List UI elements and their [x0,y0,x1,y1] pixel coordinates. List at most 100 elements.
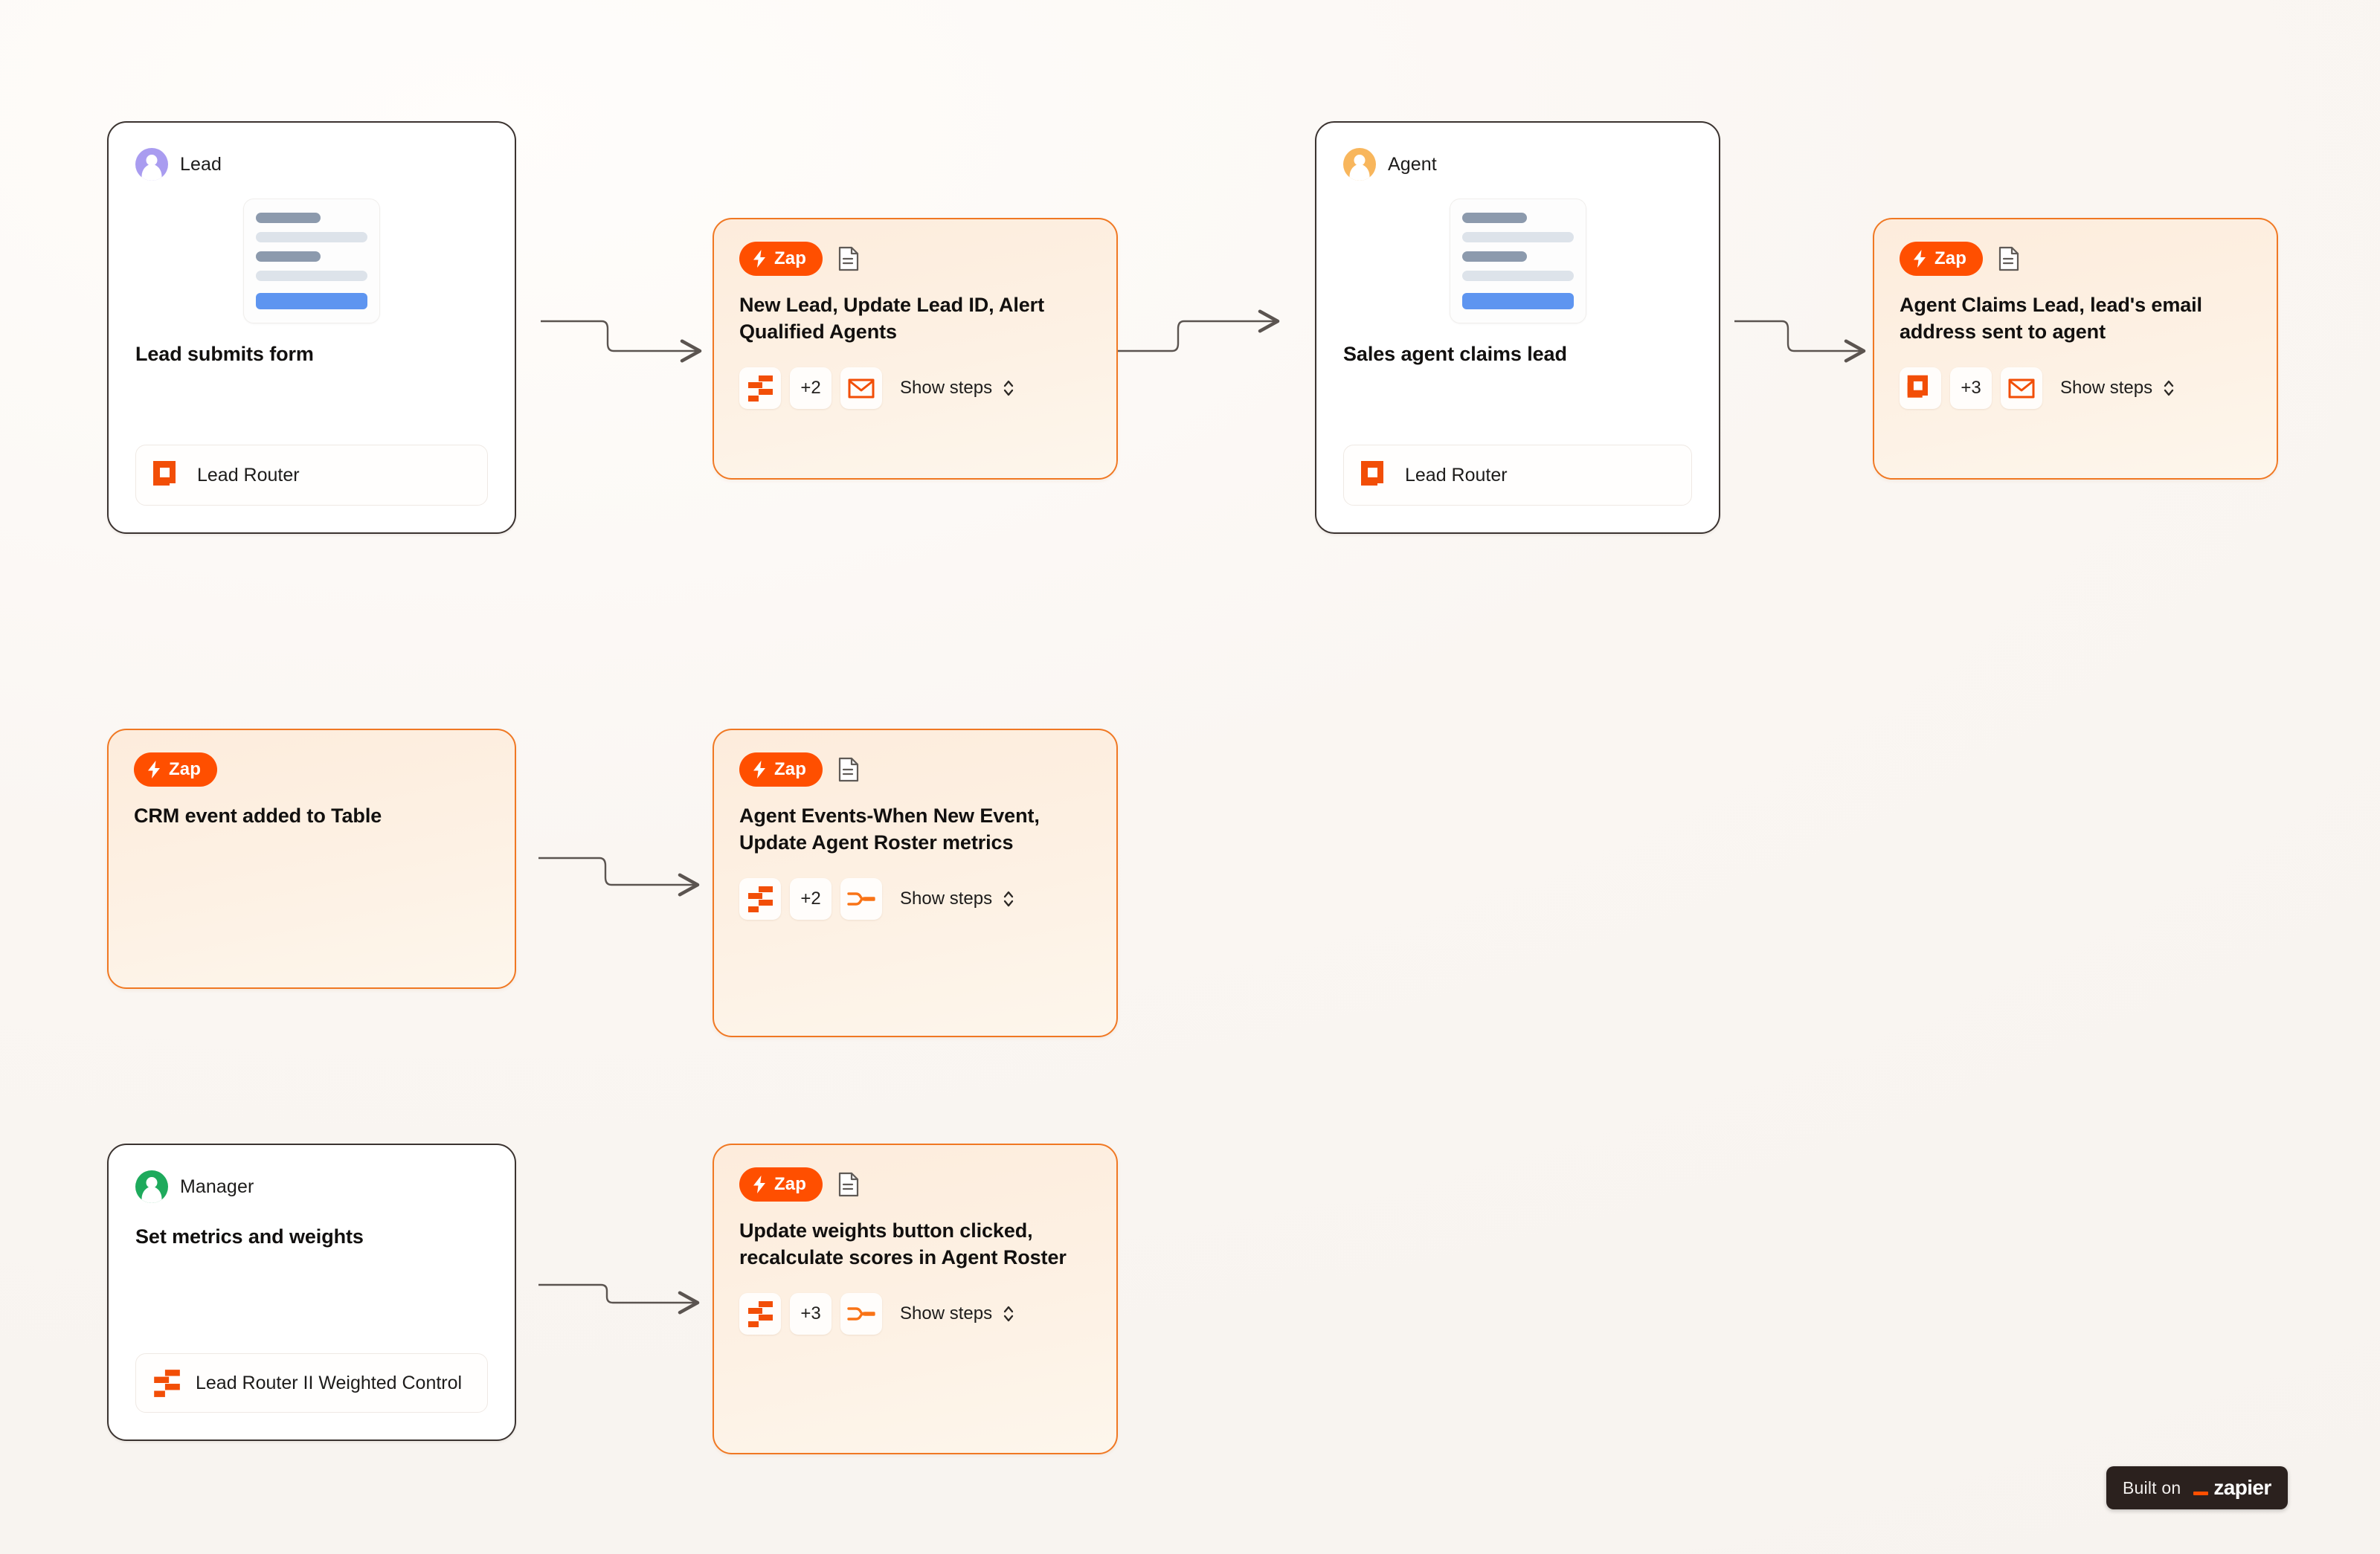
node-title: CRM event added to Table [134,805,382,827]
step-icon-tile[interactable] [739,1293,781,1335]
zap-badge: Zap [739,242,823,276]
node-update-weights-button-clicked[interactable]: Zap Update weights button clicked, recal… [713,1144,1118,1454]
zap-badge: Zap [739,752,823,787]
actor-header: Manager [135,1170,488,1203]
zapier-wordmark: zapier [2213,1476,2271,1499]
zapier-logo: zapier [2193,1476,2271,1500]
show-steps-label: Show steps [900,889,993,909]
email-envelope-icon [848,378,875,399]
step-more-count: +2 [800,378,821,399]
app-chip-label: Lead Router [1405,465,1508,486]
zap-badge: Zap [1900,242,1983,276]
chevron-up-down-icon [1003,892,1014,907]
step-more-count-tile[interactable]: +2 [790,878,832,921]
zap-badge-label: Zap [774,1174,806,1194]
paths-branch-icon [847,892,875,906]
app-chip-lead-router[interactable]: Lead Router [135,445,488,506]
document-icon[interactable] [837,246,860,271]
node-title: New Lead, Update Lead ID, Alert Qualifie… [739,294,1044,343]
actor-role-label: Lead [180,153,222,175]
step-more-count: +2 [800,889,821,909]
show-steps-toggle[interactable]: Show steps [2060,378,2175,399]
form-wireframe-mock [135,199,488,323]
node-set-metrics-and-weights[interactable]: Manager Set metrics and weights Lead Rou… [107,1144,516,1441]
step-icon-tile[interactable] [739,878,781,921]
node-title: Sales agent claims lead [1343,343,1567,365]
orange-underscore-mark [2193,1492,2209,1495]
actor-header: Lead [135,148,488,181]
node-crm-event-added-to-table[interactable]: Zap CRM event added to Table [107,729,516,989]
built-on-label: Built on [2123,1477,2181,1497]
node-new-lead-update-lead-id[interactable]: Zap New Lead, Update Lead ID, Alert Qual… [713,218,1118,480]
document-icon[interactable] [837,1172,860,1197]
zap-steps-row: +3 Show steps [1900,367,2251,410]
step-icon-tile[interactable] [840,1293,882,1335]
lightning-bolt-icon [753,761,765,778]
zap-steps-row: +2 Show steps [739,367,1091,410]
lightning-bolt-icon [753,250,765,268]
node-lead-submits-form[interactable]: Lead Lead submits form Lead Router [107,121,516,534]
form-wireframe-mock [1343,199,1692,323]
chevron-up-down-icon [2164,381,2174,396]
document-icon[interactable] [1998,246,2020,271]
step-more-count-tile[interactable]: +3 [1950,367,1992,410]
app-chip-label: Lead Router [197,465,300,486]
step-more-count-tile[interactable]: +2 [790,367,832,410]
step-more-count: +3 [800,1303,821,1324]
show-steps-toggle[interactable]: Show steps [900,378,1015,399]
chevron-up-down-icon [1003,1306,1014,1322]
zap-card-header: Zap [739,242,1091,276]
lightning-bolt-icon [1914,250,1926,268]
zap-badge-label: Zap [169,759,201,779]
lead-router-icon [153,461,176,486]
zapier-tables-icon [748,886,773,913]
show-steps-label: Show steps [900,1303,993,1324]
step-icon-tile[interactable] [840,878,882,921]
show-steps-toggle[interactable]: Show steps [900,889,1015,909]
step-icon-tile[interactable] [840,367,882,410]
zapier-tables-icon [748,375,773,402]
show-steps-toggle[interactable]: Show steps [900,1303,1015,1324]
show-steps-label: Show steps [2060,378,2153,399]
zapier-tables-icon [748,1301,773,1328]
step-icon-tile[interactable] [1900,367,1941,410]
actor-header: Agent [1343,148,1692,181]
connector-agent-to-zap2 [1734,320,1866,363]
connector-lead-to-zap1 [541,320,702,363]
step-icon-tile[interactable] [739,367,781,410]
zap-badge-label: Zap [774,248,806,268]
person-avatar-icon [135,148,168,181]
person-avatar-icon [1343,148,1376,181]
node-agent-claims-lead-email[interactable]: Zap Agent Claims Lead, lead's email addr… [1873,218,2278,480]
app-chip-lead-router-weighted-control[interactable]: Lead Router II Weighted Control [135,1353,488,1413]
zap-badge-label: Zap [774,759,806,779]
node-agent-events-when-new-event[interactable]: Zap Agent Events-When New Event, Update … [713,729,1118,1037]
node-title: Update weights button clicked, recalcula… [739,1219,1067,1268]
step-icon-tile[interactable] [2001,367,2042,410]
zap-card-header: Zap [739,752,1091,787]
connector-crm-to-zap3 [538,857,700,897]
zapier-tables-icon [154,1370,180,1397]
lead-router-icon [1907,375,1928,398]
zap-card-header: Zap [134,752,489,787]
actor-role-label: Manager [180,1176,254,1197]
step-more-count-tile[interactable]: +3 [790,1293,832,1335]
show-steps-label: Show steps [900,378,993,399]
connector-zap1-to-agent [1111,309,1280,352]
document-icon[interactable] [837,757,860,782]
app-chip-label: Lead Router II Weighted Control [196,1373,463,1393]
lightning-bolt-icon [753,1176,765,1193]
zap-steps-row: +2 Show steps [739,878,1091,921]
connector-manager-to-zap4 [538,1283,700,1315]
app-chip-lead-router[interactable]: Lead Router [1343,445,1692,506]
chevron-up-down-icon [1003,381,1014,396]
zap-badge-label: Zap [1934,248,1966,268]
node-sales-agent-claims-lead[interactable]: Agent Sales agent claims lead Lead Route… [1315,121,1720,534]
zap-card-header: Zap [739,1167,1091,1202]
node-title: Agent Events-When New Event, Update Agen… [739,805,1040,854]
built-on-zapier-badge[interactable]: Built on zapier [2106,1466,2288,1509]
paths-branch-icon [847,1307,875,1321]
zap-steps-row: +3 Show steps [739,1293,1091,1335]
zap-badge: Zap [739,1167,823,1202]
